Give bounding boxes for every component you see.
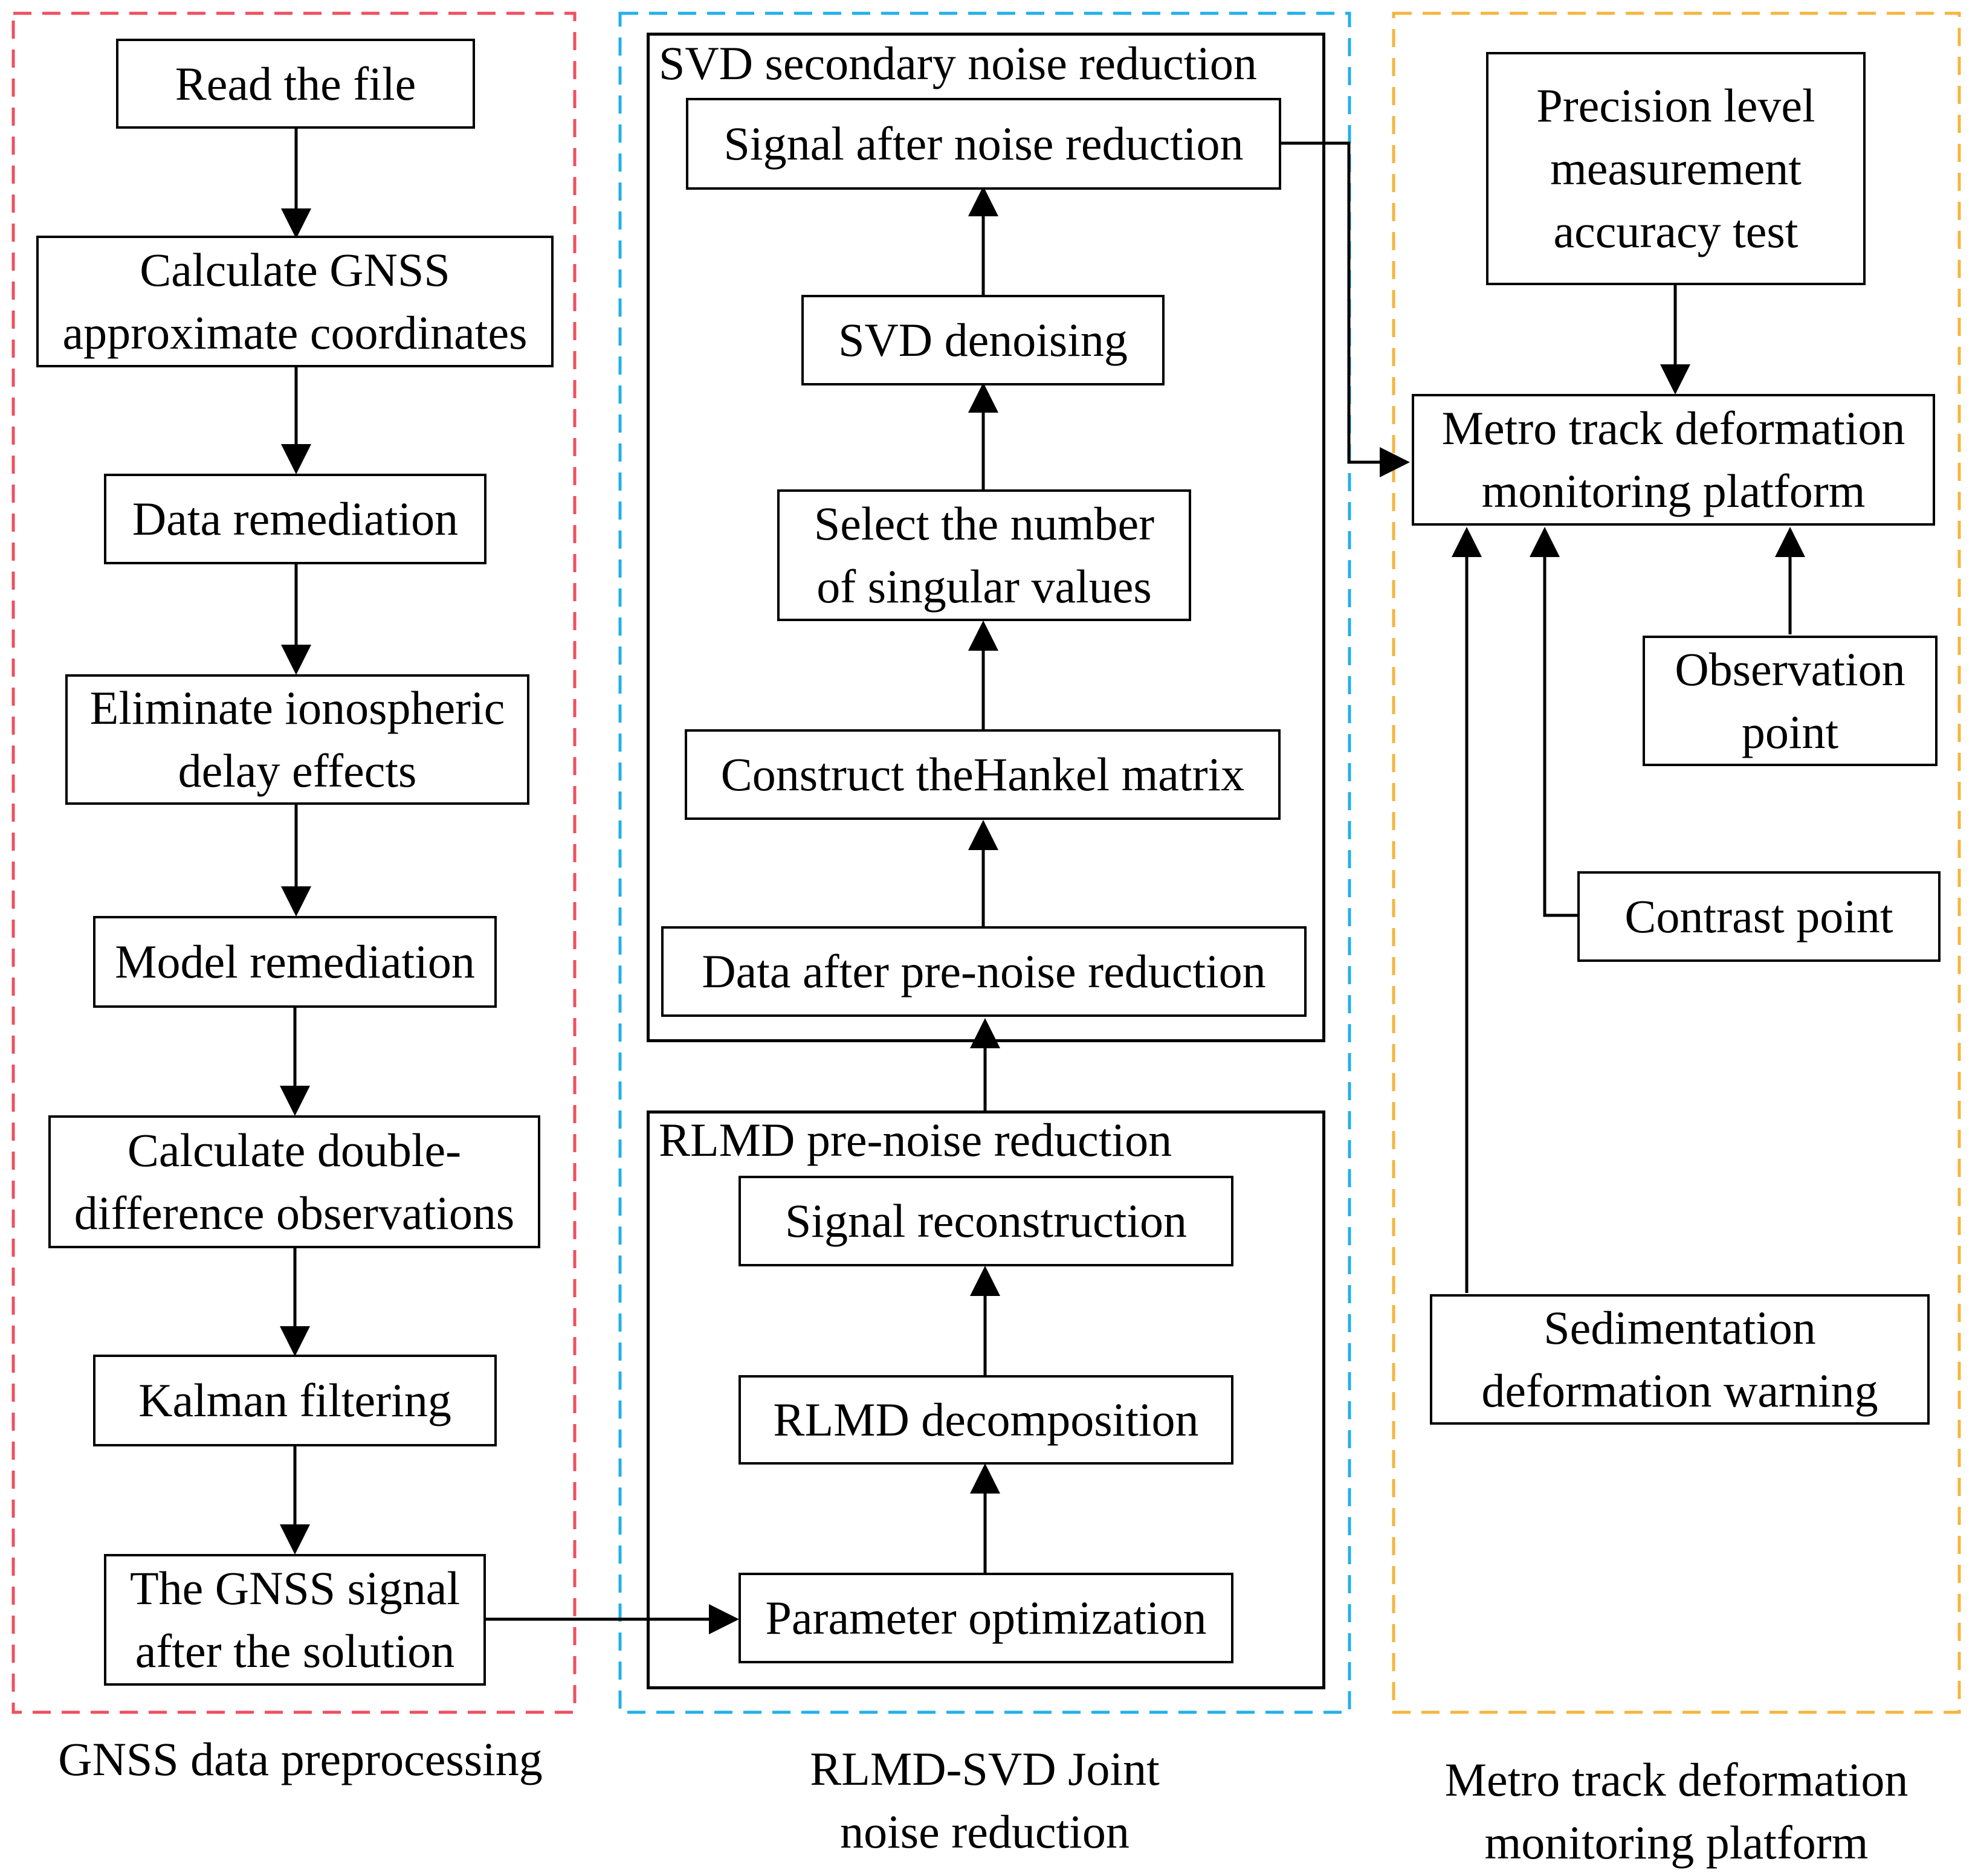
precision-label-2: measurement xyxy=(1550,142,1802,195)
rlmd-group-title: RLMD pre-noise reduction xyxy=(659,1114,1172,1166)
rlmd-decomposition-box: RLMD decomposition xyxy=(739,1375,1233,1465)
svd-denoising-label: SVD denoising xyxy=(838,314,1128,366)
signal-solution-label-1: The GNSS signal xyxy=(130,1562,460,1614)
observation-label-1: Observation xyxy=(1675,643,1905,695)
observation-label-2: point xyxy=(1741,706,1839,758)
rlmd-svd-caption-line-1: RLMD-SVD Joint xyxy=(810,1742,1160,1795)
observation-point-box: Observation point xyxy=(1643,636,1938,766)
precision-label-1: Precision level xyxy=(1536,79,1815,132)
svd-group-title: SVD secondary noise reduction xyxy=(659,37,1257,89)
sedimentation-label-2: deformation warning xyxy=(1481,1364,1878,1417)
region-gnss-border xyxy=(11,11,577,1714)
data-remediation-label: Data remediation xyxy=(132,492,459,545)
gnss-region-caption: GNSS data preprocessing xyxy=(13,1728,587,1791)
model-remediation-box: Model remediation xyxy=(93,916,497,1008)
model-remediation-label: Model remediation xyxy=(115,935,475,988)
eliminate-label-1: Eliminate ionospheric xyxy=(89,682,505,734)
signal-reconstruction-box: Signal reconstruction xyxy=(739,1176,1233,1266)
signal-after-label: Signal after noise reduction xyxy=(723,117,1244,170)
calc-approx-label-2: approximate coordinates xyxy=(62,306,528,359)
platform-caption-line-2: monitoring platform xyxy=(1484,1816,1869,1869)
svd-group-box xyxy=(647,33,1325,1042)
double-difference-box: Calculate double- difference observation… xyxy=(48,1115,540,1248)
contrast-label: Contrast point xyxy=(1624,890,1893,943)
eliminate-ionospheric-box: Eliminate ionospheric delay effects xyxy=(65,674,529,805)
data-after-pre-label: Data after pre-noise reduction xyxy=(702,945,1266,998)
contrast-point-box: Contrast point xyxy=(1577,871,1941,962)
gnss-signal-solution-box: The GNSS signal after the solution xyxy=(104,1554,486,1686)
signal-after-noise-reduction-box: Signal after noise reduction xyxy=(686,98,1281,190)
calc-approx-label-1: Calculate GNSS xyxy=(140,243,450,296)
hankel-label: Construct theHankel matrix xyxy=(720,748,1245,801)
rlmd-svd-region-caption: RLMD-SVD Joint noise reduction xyxy=(620,1738,1349,1863)
select-number-label-2: of singular values xyxy=(816,560,1152,613)
calc-approx-coordinates-box: Calculate GNSS approximate coordinates xyxy=(36,236,554,367)
double-diff-label-1: Calculate double- xyxy=(127,1124,462,1176)
kalman-filtering-box: Kalman filtering xyxy=(93,1355,497,1446)
precision-label-3: accuracy test xyxy=(1553,205,1799,257)
rlmd-group-box xyxy=(647,1110,1325,1689)
read-file-label: Read the file xyxy=(175,57,416,110)
sedimentation-warning-box: Sedimentation deformation warning xyxy=(1430,1294,1930,1425)
hankel-matrix-box: Construct theHankel matrix xyxy=(685,729,1281,820)
monitoring-platform-box: Metro track deformation monitoring platf… xyxy=(1412,394,1935,526)
parameter-optimization-box: Parameter optimization xyxy=(739,1573,1233,1663)
rlmd-decomposition-label: RLMD decomposition xyxy=(773,1393,1199,1446)
platform-region-caption: Metro track deformation monitoring platf… xyxy=(1394,1749,1959,1874)
rlmd-svd-caption-line-2: noise reduction xyxy=(840,1805,1130,1858)
svd-denoising-box: SVD denoising xyxy=(801,295,1165,385)
arrow-signal-after-to-platform xyxy=(1280,141,1410,477)
data-remediation-box: Data remediation xyxy=(104,474,486,564)
gnss-caption-label: GNSS data preprocessing xyxy=(58,1733,543,1785)
platform-caption-line-1: Metro track deformation xyxy=(1444,1753,1909,1806)
platform-box-label-1: Metro track deformation xyxy=(1441,402,1905,454)
data-after-pre-noise-box: Data after pre-noise reduction xyxy=(661,926,1307,1017)
kalman-label: Kalman filtering xyxy=(138,1374,451,1426)
eliminate-label-2: delay effects xyxy=(178,744,417,797)
precision-level-test-box: Precision level measurement accuracy tes… xyxy=(1486,52,1866,285)
sedimentation-label-1: Sedimentation xyxy=(1543,1301,1816,1354)
parameter-optimization-label: Parameter optimization xyxy=(765,1591,1207,1644)
signal-reconstruction-label: Signal reconstruction xyxy=(784,1194,1188,1247)
select-number-label-1: Select the number xyxy=(813,497,1155,550)
region-rlmd-svd-border xyxy=(618,11,1351,1714)
read-file-box: Read the file xyxy=(116,39,475,129)
platform-box-label-2: monitoring platform xyxy=(1481,465,1866,517)
double-diff-label-2: difference observations xyxy=(74,1187,515,1239)
arrow-contrast-to-platform xyxy=(1530,527,1577,917)
signal-solution-label-2: after the solution xyxy=(135,1625,455,1677)
select-singular-values-box: Select the number of singular values xyxy=(777,489,1191,621)
